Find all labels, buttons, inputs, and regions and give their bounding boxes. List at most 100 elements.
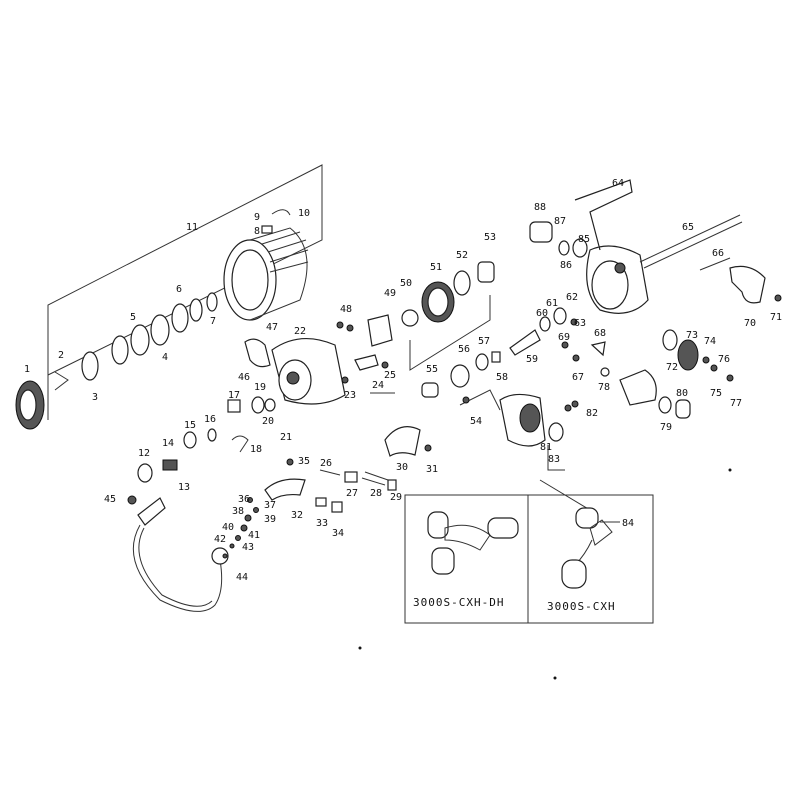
part-number-3: 3 <box>92 392 98 403</box>
part-number-68: 68 <box>594 328 606 339</box>
part-number-28: 28 <box>370 488 382 499</box>
part-number-12: 12 <box>138 448 150 459</box>
part-number-57: 57 <box>478 336 490 347</box>
part-number-11: 11 <box>186 222 198 233</box>
part-number-82: 82 <box>586 408 598 419</box>
part-number-20: 20 <box>262 416 274 427</box>
part-number-83: 83 <box>548 454 560 465</box>
part-number-84: 84 <box>622 518 634 529</box>
part-number-55: 55 <box>426 364 438 375</box>
part-bail-screws-stack <box>222 458 294 559</box>
part-number-32: 32 <box>291 510 303 521</box>
handle-options-box <box>404 494 654 624</box>
part-number-43: 43 <box>242 542 254 553</box>
part-number-37: 37 <box>264 500 276 511</box>
model-label-single: 3000S-CXH <box>547 600 616 613</box>
part-number-45: 45 <box>104 494 116 505</box>
part-number-44: 44 <box>236 572 248 583</box>
part-roller-parts <box>183 396 276 453</box>
part-number-41: 41 <box>248 530 260 541</box>
part-number-6: 6 <box>176 284 182 295</box>
part-number-15: 15 <box>184 420 196 431</box>
part-number-71: 71 <box>770 312 782 323</box>
part-number-72: 72 <box>666 362 678 373</box>
part-number-49: 49 <box>384 288 396 299</box>
part-number-87: 87 <box>554 216 566 227</box>
part-number-61: 61 <box>546 298 558 309</box>
part-number-38: 38 <box>232 506 244 517</box>
part-pinion-stack <box>421 307 578 404</box>
part-number-79: 79 <box>660 422 672 433</box>
part-number-46: 46 <box>238 372 250 383</box>
part-number-19: 19 <box>254 382 266 393</box>
part-spool-cap <box>15 380 45 430</box>
part-number-29: 29 <box>390 492 402 503</box>
part-number-52: 52 <box>456 250 468 261</box>
part-number-65: 65 <box>682 222 694 233</box>
body-group-outline <box>370 295 501 411</box>
part-number-31: 31 <box>426 464 438 475</box>
part-bail-support <box>137 459 178 483</box>
part-number-67: 67 <box>572 372 584 383</box>
part-number-27: 27 <box>346 488 358 499</box>
part-number-26: 26 <box>320 458 332 469</box>
part-number-5: 5 <box>130 312 136 323</box>
part-bail-arm-right <box>384 426 421 457</box>
part-number-7: 7 <box>210 316 216 327</box>
part-number-40: 40 <box>222 522 234 533</box>
part-number-50: 50 <box>400 278 412 289</box>
part-gear-housing <box>499 393 579 447</box>
part-number-25: 25 <box>384 370 396 381</box>
part-number-16: 16 <box>204 414 216 425</box>
part-handle-double <box>427 511 519 575</box>
part-number-59: 59 <box>526 354 538 365</box>
part-number-1: 1 <box>24 364 30 375</box>
part-spool <box>223 227 309 321</box>
handle-connector-line <box>547 445 565 471</box>
part-small-screws-mid <box>341 354 389 384</box>
part-number-42: 42 <box>214 534 226 545</box>
part-number-2: 2 <box>58 350 64 361</box>
part-rotor-nut-set <box>336 261 495 347</box>
part-number-86: 86 <box>560 260 572 271</box>
part-rotor <box>271 337 346 405</box>
part-number-35: 35 <box>298 456 310 467</box>
part-spool-washers <box>81 292 218 381</box>
part-number-8: 8 <box>254 226 260 237</box>
part-number-58: 58 <box>496 372 508 383</box>
part-number-13: 13 <box>178 482 190 493</box>
part-bail-wire <box>127 495 229 612</box>
part-number-23: 23 <box>344 390 356 401</box>
model-label-dh: 3000S-CXH-DH <box>413 596 504 609</box>
part-number-9: 9 <box>254 212 260 223</box>
part-number-74: 74 <box>704 336 716 347</box>
part-number-4: 4 <box>162 352 168 363</box>
part-number-36: 36 <box>238 494 250 505</box>
part-bail-arm <box>264 478 306 501</box>
part-number-10: 10 <box>298 208 310 219</box>
part-shafts <box>639 214 743 271</box>
part-number-60: 60 <box>536 308 548 319</box>
part-number-80: 80 <box>676 388 688 399</box>
part-stopper-parts <box>561 341 610 377</box>
part-number-22: 22 <box>294 326 306 337</box>
part-number-56: 56 <box>458 344 470 355</box>
part-number-54: 54 <box>470 416 482 427</box>
part-number-63: 63 <box>574 318 586 329</box>
part-bail-arm-lever <box>244 338 271 368</box>
part-number-85: 85 <box>578 234 590 245</box>
part-number-62: 62 <box>566 292 578 303</box>
part-number-24: 24 <box>372 380 384 391</box>
part-number-18: 18 <box>250 444 262 455</box>
part-line-clip <box>261 209 291 234</box>
part-number-66: 66 <box>712 248 724 259</box>
part-number-76: 76 <box>718 354 730 365</box>
part-number-47: 47 <box>266 322 278 333</box>
part-side-cap <box>729 265 766 304</box>
part-body-top-parts <box>529 221 588 258</box>
part-number-17: 17 <box>228 390 240 401</box>
part-number-30: 30 <box>396 462 408 473</box>
part-number-14: 14 <box>162 438 174 449</box>
part-bail-holder <box>315 497 343 513</box>
